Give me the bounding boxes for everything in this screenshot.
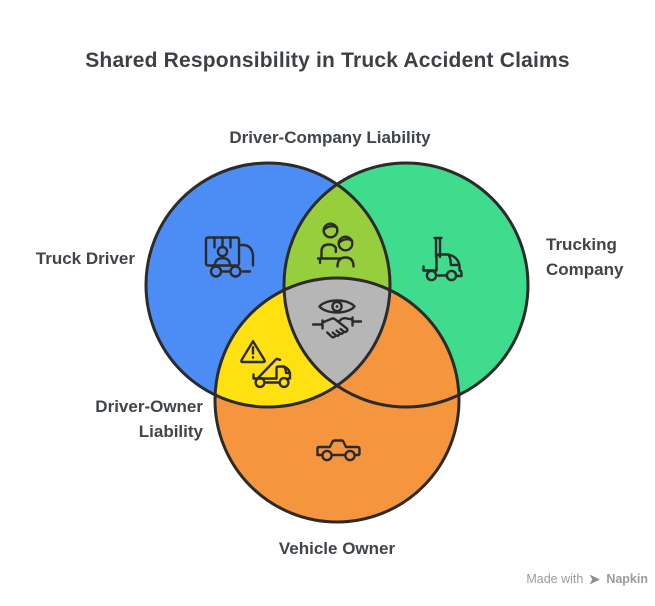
driver-owner-liability-label: Driver-Owner Liability [95,397,203,441]
eye-and-handshake-icon [311,299,363,339]
vehicle-owner-label: Vehicle Owner [278,539,396,558]
diagram-title: Shared Responsibility in Truck Accident … [85,49,570,72]
trucking-company-circle-outline [282,161,530,409]
napkin-plane-icon [589,574,601,584]
watermark-brand: Napkin [606,572,648,586]
driver-company-liability-label: Driver-Company Liability [229,128,431,147]
pickup-truck-icon [316,439,361,462]
made-with-napkin-watermark: Made with Napkin [526,572,648,586]
semi-truck-icon [422,236,463,282]
watermark-prefix: Made with [526,572,584,586]
box-truck-with-driver-icon [204,236,255,278]
trucking-company-label: Trucking Company [546,235,624,279]
warning-truck-icon [240,340,292,389]
driver-and-manager-icon [316,222,355,268]
vehicle-owner-circle-outline [213,276,461,524]
truck-driver-circle-outline [144,161,392,409]
truck-driver-label: Truck Driver [35,249,135,268]
